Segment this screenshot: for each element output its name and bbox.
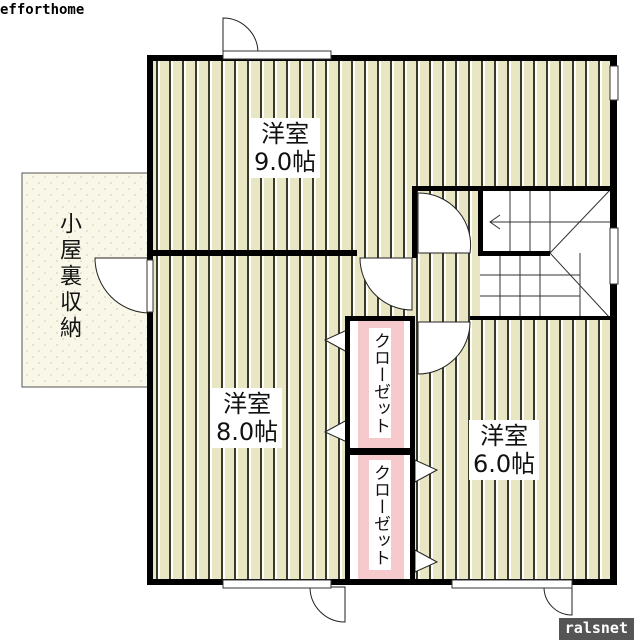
- window-right-upper[interactable]: [609, 65, 619, 101]
- door-bottom-right-outside[interactable]: [543, 586, 573, 616]
- closet-upper-label: クローゼット: [369, 328, 391, 438]
- closet-lower-label: クローゼット: [369, 460, 391, 570]
- door-loft[interactable]: [94, 257, 151, 314]
- window-loft-side[interactable]: [146, 259, 154, 313]
- room-6-type: 洋室: [480, 422, 529, 450]
- room-6-label: 洋室 6.0帖: [469, 420, 540, 480]
- door-top-outside[interactable]: [222, 17, 259, 54]
- window-top[interactable]: [222, 50, 332, 60]
- door-hall[interactable]: [417, 192, 472, 254]
- window-bottom-left[interactable]: [222, 579, 332, 589]
- door-room6[interactable]: [417, 321, 471, 375]
- watermark-ralsnet: ralsnet: [558, 618, 634, 640]
- door-room8[interactable]: [359, 257, 413, 311]
- room-8-label: 洋室 8.0帖: [212, 388, 283, 448]
- room-9-label: 洋室 9.0帖: [250, 118, 321, 178]
- room-9-size: 9.0帖: [254, 148, 317, 176]
- room-8-type: 洋室: [223, 390, 272, 418]
- room-6-size: 6.0帖: [473, 450, 536, 478]
- room-8-size: 8.0帖: [216, 418, 279, 446]
- window-bottom-right[interactable]: [451, 579, 573, 589]
- loft-label: 小屋裏収納: [56, 212, 81, 342]
- watermark-efforthome: efforthome: [0, 2, 85, 18]
- door-bottom-left-outside[interactable]: [309, 586, 346, 623]
- room-9-type: 洋室: [261, 120, 310, 148]
- window-right-lower[interactable]: [609, 227, 619, 285]
